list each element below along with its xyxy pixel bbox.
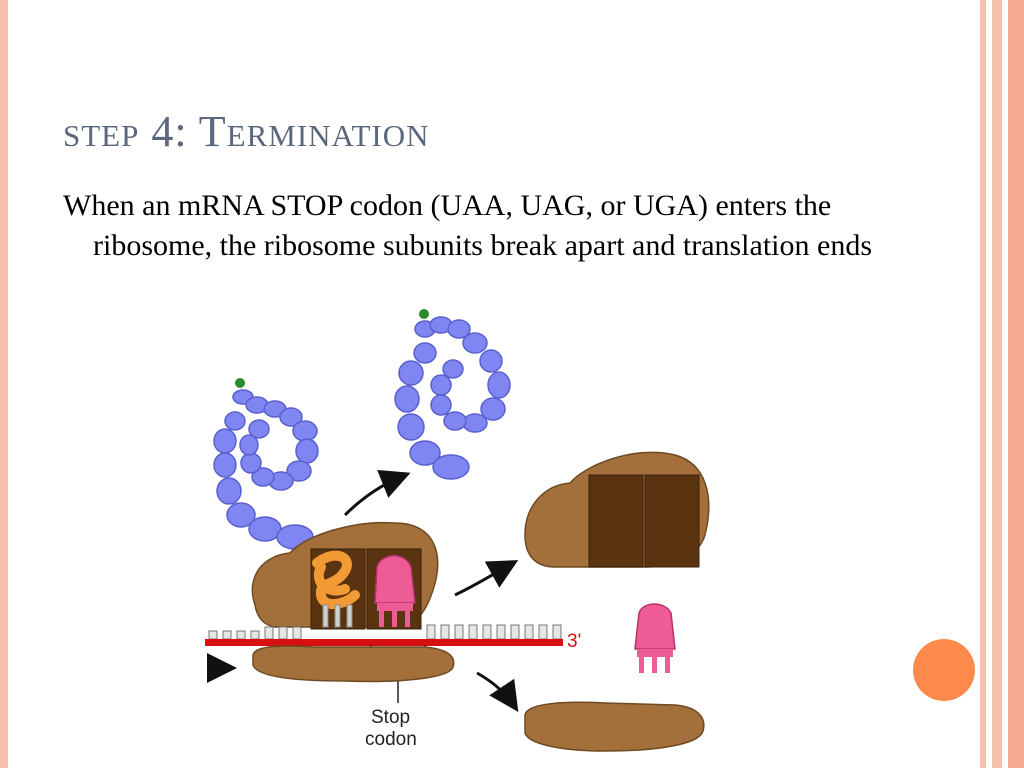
stop-codon-label: codon [365, 729, 417, 750]
trna-molecule [312, 550, 360, 628]
slide-body-text: When an mRNA STOP codon (UAA, UAG, or UG… [63, 189, 872, 262]
arrow-small-subunit [476, 671, 519, 712]
polypeptide-chain-released [394, 309, 511, 480]
mrna-strand [205, 639, 563, 646]
polypeptide-chain-left [213, 378, 319, 550]
separated-small-subunit [524, 701, 705, 752]
stop-codon-label: Stop [371, 707, 410, 728]
slide-title: step 4: Termination [63, 107, 430, 156]
arrow-polypeptide-release [343, 469, 411, 517]
left-frame-border [0, 0, 8, 768]
ribosome-small-subunit [252, 645, 455, 683]
right-frame-border [980, 0, 986, 768]
mrna-bases [208, 624, 562, 640]
arrow-large-subunit [454, 560, 519, 597]
right-frame-border [1008, 0, 1024, 768]
release-factor [374, 555, 416, 627]
termination-diagram: 3' Stop codon [205, 309, 710, 752]
right-frame-border [992, 0, 1002, 768]
separated-p-site [588, 474, 644, 568]
released-release-factor [634, 603, 676, 673]
three-prime-label: 3' [567, 631, 581, 652]
separated-a-site [644, 474, 700, 568]
decorative-orange-circle [913, 639, 975, 701]
